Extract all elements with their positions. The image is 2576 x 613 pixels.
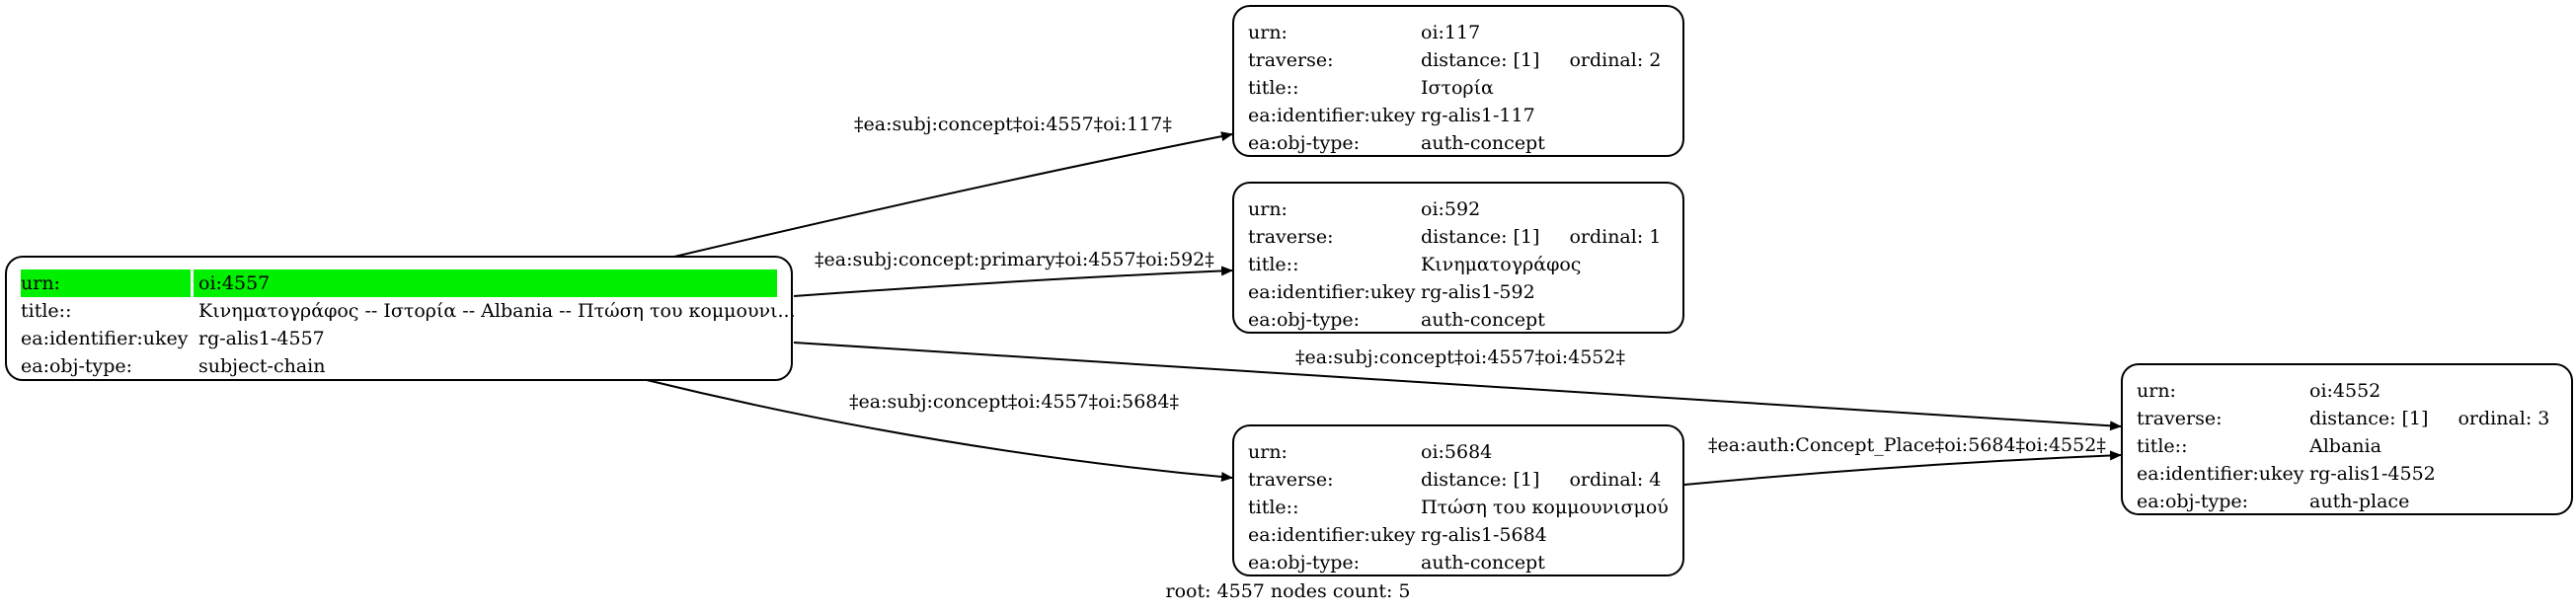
type-value: auth-concept bbox=[1421, 552, 1545, 574]
node-oi-117[interactable]: urn: oi:117 traverse: distance: [1] ordi… bbox=[1232, 5, 1684, 157]
title-key: title:: bbox=[1248, 254, 1299, 275]
node-oi-5684[interactable]: urn: oi:5684 traverse: distance: [1] ord… bbox=[1232, 424, 1684, 576]
node-traverse-row: traverse: distance: [1] ordinal: 3 bbox=[2137, 405, 2557, 432]
ukey-key: ea:identifier:ukey bbox=[21, 328, 189, 349]
title-key: title:: bbox=[21, 300, 72, 322]
edge-label-4557-117: ‡ea:subj:concept‡oi:4557‡oi:117‡ bbox=[854, 114, 1172, 135]
ordinal-value: ordinal: 1 bbox=[1569, 226, 1662, 248]
urn-value: oi:117 bbox=[1421, 22, 1481, 43]
node-urn-row: urn: oi:4552 bbox=[2137, 377, 2557, 405]
node-urn-row: urn: oi:117 bbox=[1248, 19, 1669, 46]
type-value: auth-concept bbox=[1421, 309, 1545, 331]
type-key: ea:obj-type: bbox=[2137, 491, 2249, 512]
ordinal-value: ordinal: 2 bbox=[1569, 49, 1662, 71]
node-ukey-row: ea:identifier:ukey rg-alis1-117 bbox=[1248, 102, 1669, 129]
node-type-row: ea:obj-type: auth-concept bbox=[1248, 306, 1669, 334]
node-traverse-row: traverse: distance: [1] ordinal: 2 bbox=[1248, 46, 1669, 74]
title-value: Albania bbox=[2309, 435, 2381, 457]
traverse-key: traverse: bbox=[1248, 469, 1334, 491]
edge-label-4557-4552: ‡ea:subj:concept‡oi:4557‡oi:4552‡ bbox=[1295, 346, 1625, 368]
ukey-key: ea:identifier:ukey bbox=[1248, 281, 1416, 303]
root-urn-row: urn: oi:4557 bbox=[21, 269, 777, 297]
node-title-row: title:: Ιστορία bbox=[1248, 74, 1669, 102]
node-traverse-row: traverse: distance: [1] ordinal: 4 bbox=[1248, 466, 1669, 494]
urn-key: urn: bbox=[1248, 22, 1288, 43]
type-key: ea:obj-type: bbox=[1248, 552, 1361, 574]
type-value: subject-chain bbox=[198, 355, 326, 377]
graph-footer: root: 4557 nodes count: 5 bbox=[1165, 580, 1411, 602]
node-traverse-row: traverse: distance: [1] ordinal: 1 bbox=[1248, 223, 1669, 251]
traverse-key: traverse: bbox=[2137, 408, 2223, 429]
edge-label-4557-592: ‡ea:subj:concept:primary‡oi:4557‡oi:592‡ bbox=[815, 249, 1214, 270]
title-key: title:: bbox=[1248, 77, 1299, 99]
node-ukey-row: ea:identifier:ukey rg-alis1-4552 bbox=[2137, 460, 2557, 488]
ukey-key: ea:identifier:ukey bbox=[1248, 105, 1416, 126]
title-value: Πτώση του κομμουνισμού bbox=[1421, 497, 1669, 518]
node-type-row: ea:obj-type: auth-place bbox=[2137, 488, 2557, 515]
ukey-key: ea:identifier:ukey bbox=[1248, 524, 1416, 546]
distance-value: distance: [1] bbox=[1421, 49, 1540, 71]
distance-value: distance: [1] bbox=[1421, 226, 1540, 248]
ordinal-value: ordinal: 4 bbox=[1569, 469, 1662, 491]
ukey-value: rg-alis1-117 bbox=[1421, 105, 1535, 126]
urn-value: oi:4557 bbox=[198, 272, 271, 294]
title-value: Ιστορία bbox=[1421, 77, 1494, 99]
type-key: ea:obj-type: bbox=[21, 355, 133, 377]
title-key: title:: bbox=[1248, 497, 1299, 518]
distance-value: distance: [1] bbox=[1421, 469, 1540, 491]
type-key: ea:obj-type: bbox=[1248, 132, 1361, 154]
ukey-key: ea:identifier:ukey bbox=[2137, 463, 2304, 485]
type-value: auth-concept bbox=[1421, 132, 1545, 154]
node-type-row: ea:obj-type: auth-concept bbox=[1248, 129, 1669, 157]
title-value: Κινηματογράφος bbox=[1421, 254, 1582, 275]
title-key: title:: bbox=[2137, 435, 2188, 457]
root-node[interactable]: urn: oi:4557 title:: Κινηματογράφος -- Ι… bbox=[5, 256, 796, 381]
urn-value: oi:4552 bbox=[2309, 380, 2381, 402]
ukey-value: rg-alis1-5684 bbox=[1421, 524, 1547, 546]
type-key: ea:obj-type: bbox=[1248, 309, 1361, 331]
node-oi-592[interactable]: urn: oi:592 traverse: distance: [1] ordi… bbox=[1232, 182, 1684, 334]
edge-5684-4552 bbox=[1683, 450, 2122, 486]
urn-key: urn: bbox=[1248, 198, 1288, 220]
ukey-value: rg-alis1-4552 bbox=[2309, 463, 2436, 485]
urn-key: urn: bbox=[2137, 380, 2176, 402]
traverse-key: traverse: bbox=[1248, 226, 1334, 248]
node-title-row: title:: Κινηματογράφος bbox=[1248, 251, 1669, 278]
node-title-row: title:: Πτώση του κομμουνισμού bbox=[1248, 494, 1669, 521]
root-title-row: title:: Κινηματογράφος -- Ιστορία -- Alb… bbox=[21, 297, 796, 325]
root-ukey-row: ea:identifier:ukey rg-alis1-4557 bbox=[21, 325, 777, 352]
edge-4557-117 bbox=[673, 131, 1233, 258]
type-value: auth-place bbox=[2309, 491, 2410, 512]
urn-value: oi:592 bbox=[1421, 198, 1481, 220]
node-ukey-row: ea:identifier:ukey rg-alis1-592 bbox=[1248, 278, 1669, 306]
root-type-row: ea:obj-type: subject-chain bbox=[21, 352, 777, 380]
node-ukey-row: ea:identifier:ukey rg-alis1-5684 bbox=[1248, 521, 1669, 549]
title-value: Κινηματογράφος -- Ιστορία -- Albania -- … bbox=[198, 300, 796, 322]
traverse-key: traverse: bbox=[1248, 49, 1334, 71]
distance-value: distance: [1] bbox=[2309, 408, 2429, 429]
urn-key: urn: bbox=[21, 269, 194, 297]
edge-4557-592 bbox=[793, 266, 1233, 297]
node-oi-4552[interactable]: urn: oi:4552 traverse: distance: [1] ord… bbox=[2121, 363, 2573, 515]
urn-key: urn: bbox=[1248, 441, 1288, 463]
node-urn-row: urn: oi:5684 bbox=[1248, 438, 1669, 466]
ukey-value: rg-alis1-4557 bbox=[198, 328, 325, 349]
edge-label-4557-5684: ‡ea:subj:concept‡oi:4557‡oi:5684‡ bbox=[849, 391, 1179, 413]
edge-4557-5684 bbox=[646, 379, 1233, 482]
ordinal-value: ordinal: 3 bbox=[2458, 408, 2550, 429]
urn-value: oi:5684 bbox=[1421, 441, 1493, 463]
node-title-row: title:: Albania bbox=[2137, 432, 2557, 460]
node-urn-row: urn: oi:592 bbox=[1248, 195, 1669, 223]
ukey-value: rg-alis1-592 bbox=[1421, 281, 1535, 303]
edge-label-5684-4552: ‡ea:auth:Concept_Place‡oi:5684‡oi:4552‡ bbox=[1708, 434, 2106, 456]
node-type-row: ea:obj-type: auth-concept bbox=[1248, 549, 1669, 576]
